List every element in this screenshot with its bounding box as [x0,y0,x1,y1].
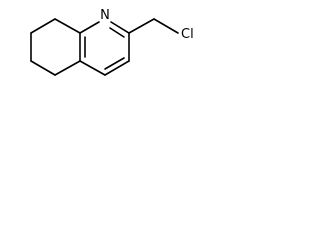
bond-c3-c4 [104,60,130,76]
bond-c5-c4a [54,60,81,76]
chemical-structure-diagram: N Cl [30,8,194,76]
chlorine-atom-label: Cl [181,27,194,42]
bond-c8-c7 [30,18,56,34]
nitrogen-atom-label: N [100,8,110,23]
bond-n1-c2-inner [109,27,125,38]
bond-n1-c2 [110,21,130,34]
bond-c2-ch2 [128,18,155,34]
bond-c4-c4a [79,60,106,76]
bond-c6-c5 [30,60,56,76]
bond-c8a-n1 [79,21,100,34]
bond-ch2-cl [153,18,179,34]
bond-c3-c4-inner [104,57,125,70]
bond-c8a-c8 [54,18,81,34]
